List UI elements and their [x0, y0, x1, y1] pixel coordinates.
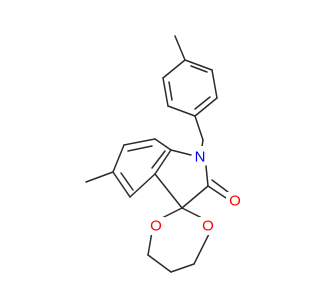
bond-c2-c3	[181, 185, 209, 209]
bond-double-inner	[151, 150, 166, 169]
atom-label-nitrogen: N	[195, 149, 206, 166]
bond	[129, 173, 156, 198]
bond	[112, 171, 131, 198]
bond-ch2	[194, 115, 204, 141]
bond	[147, 231, 153, 256]
bond	[193, 231, 211, 265]
bond	[154, 149, 172, 175]
bond	[112, 144, 125, 173]
bond-double-inner	[127, 145, 153, 152]
bond-double-inner	[190, 65, 208, 73]
molecule-structure-diagram: N O O O	[85, 35, 244, 273]
bond-methyl-top	[174, 35, 186, 61]
atom-label-ring-oxygen-right: O	[202, 218, 214, 235]
bond-double-inner	[194, 96, 211, 110]
bond-carbonyl	[207, 185, 227, 199]
bond-n-c2	[205, 165, 209, 187]
bond	[162, 59, 186, 79]
bond	[154, 138, 172, 151]
bond-methyl-left	[85, 171, 114, 183]
bond	[162, 77, 169, 107]
bond-carbonyl-second	[211, 179, 229, 193]
bond	[167, 105, 196, 117]
bond-double-inner	[168, 81, 173, 101]
bond	[147, 254, 172, 273]
bond-n-c7a	[170, 149, 192, 156]
bond-double-inner	[120, 172, 134, 191]
bond	[170, 263, 195, 273]
bond	[194, 97, 218, 117]
atom-labels: N O O O	[147, 146, 244, 235]
atom-label-ring-oxygen-left: O	[150, 218, 162, 235]
bond	[211, 69, 218, 99]
atom-label-carbonyl-oxygen: O	[229, 193, 241, 210]
bond	[123, 138, 156, 146]
bond-c3-c3a	[154, 173, 183, 209]
bond	[184, 59, 213, 71]
